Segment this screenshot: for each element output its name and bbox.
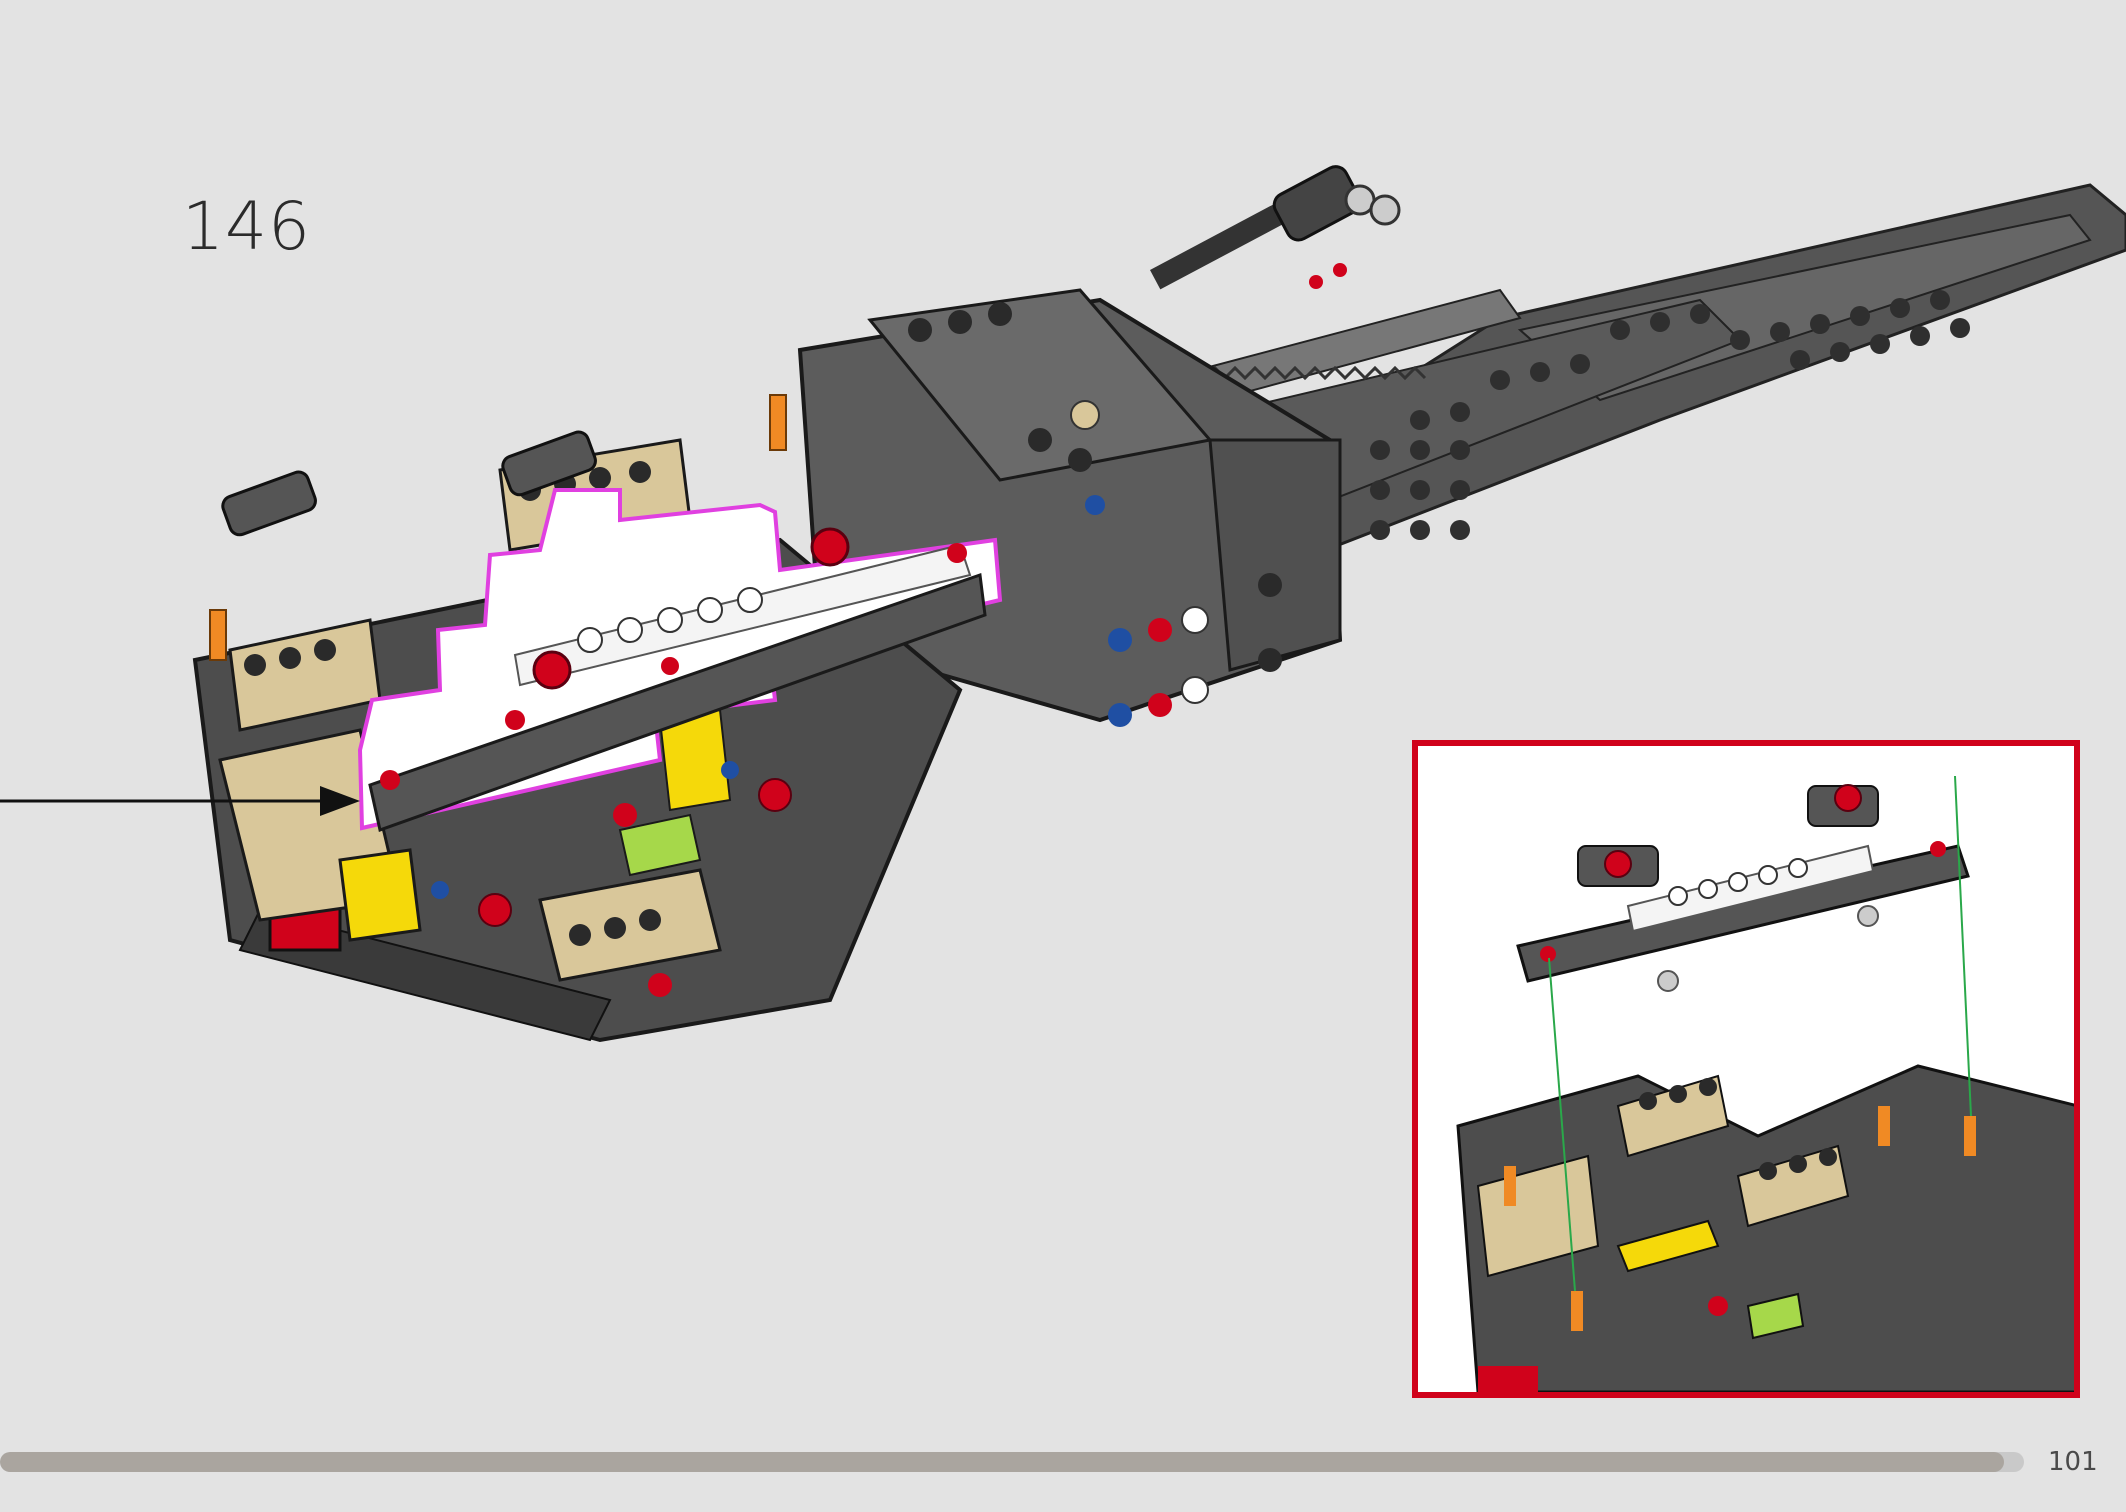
detail-callout: [1412, 740, 2080, 1398]
pointer-arrow: [0, 786, 360, 816]
callout-illustration: [1456, 775, 2074, 1392]
step-number: 146: [182, 188, 311, 265]
progress-fill: [0, 1452, 2004, 1472]
progress-bar: [0, 1452, 2024, 1472]
shock-absorber: [1150, 165, 1401, 290]
page-number: 101: [2048, 1447, 2098, 1477]
highlighted-part: [357, 488, 1003, 832]
